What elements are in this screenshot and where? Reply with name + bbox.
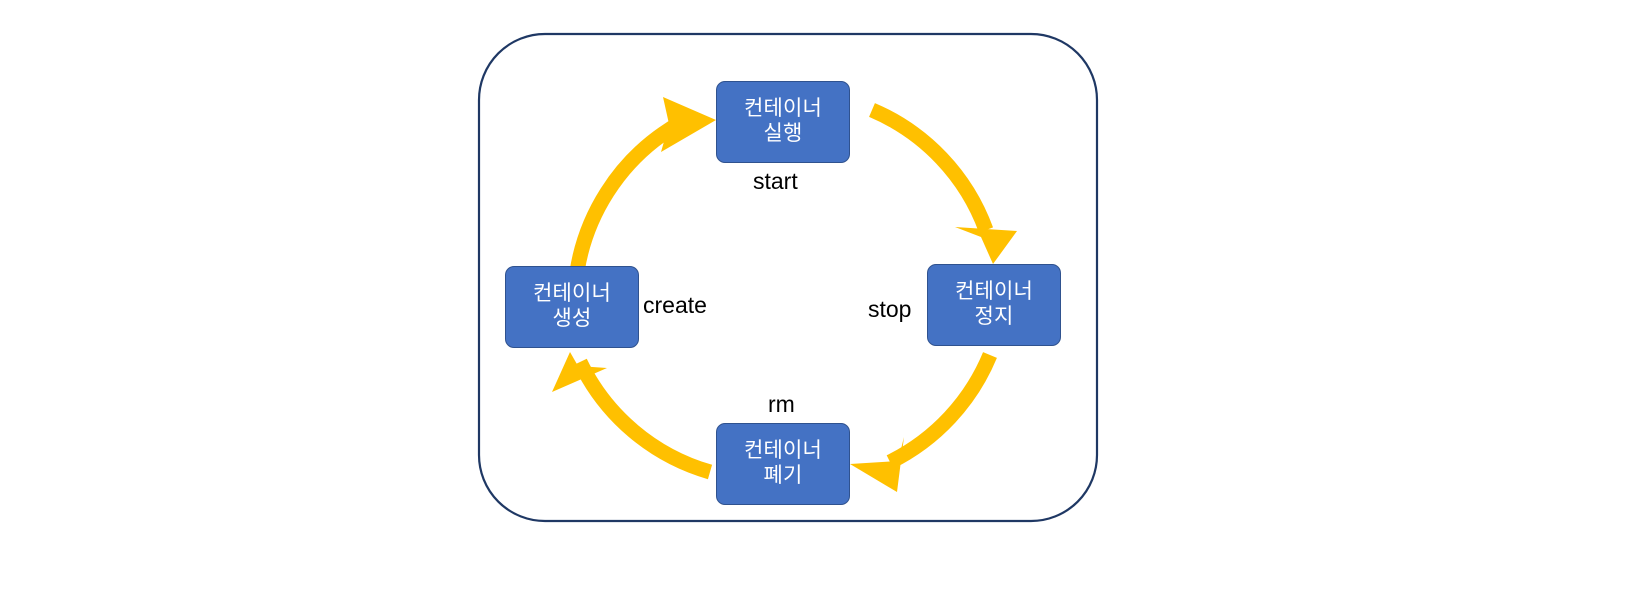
arrow-rm-to-create — [552, 352, 713, 480]
node-rm-line2: 폐기 — [763, 464, 803, 487]
arrow-head-rm — [850, 437, 904, 492]
arrow-head-stop — [955, 227, 1017, 264]
arrow-stop-to-rm — [850, 352, 997, 492]
outer-frame — [477, 32, 1099, 523]
node-stop-line2: 정지 — [974, 305, 1014, 328]
node-rm-line1: 컨테이너 — [743, 439, 823, 463]
node-container-run[interactable]: 컨테이너 실행 — [716, 81, 850, 163]
edge-label-create: create — [643, 292, 707, 318]
arrow-head-run — [661, 97, 716, 152]
edge-label-stop: stop — [868, 296, 912, 322]
edge-label-start: start — [753, 168, 798, 194]
node-create-line1: 컨테이너 — [532, 282, 612, 306]
arrow-head-create — [552, 352, 607, 392]
node-run-line1: 컨테이너 — [743, 97, 823, 121]
node-container-remove[interactable]: 컨테이너 폐기 — [716, 423, 850, 505]
node-create-line2: 생성 — [552, 307, 592, 330]
node-container-create[interactable]: 컨테이너 생성 — [505, 266, 639, 348]
node-stop-line1: 컨테이너 — [954, 280, 1034, 304]
arrow-run-to-stop — [869, 103, 1017, 264]
node-run-line2: 실행 — [763, 122, 803, 145]
edge-label-rm: rm — [768, 391, 795, 417]
arrow-create-to-run — [567, 97, 716, 291]
node-container-stop[interactable]: 컨테이너 정지 — [927, 264, 1061, 346]
